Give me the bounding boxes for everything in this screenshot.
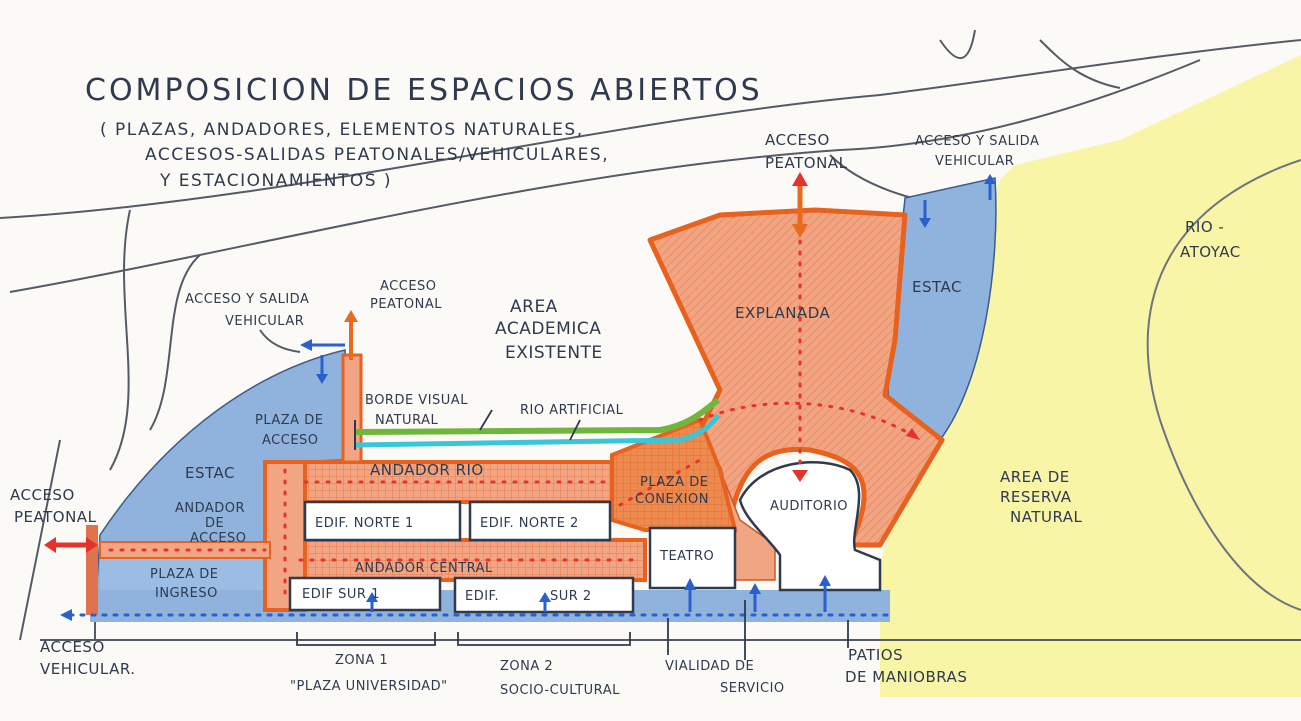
reserve-area — [880, 55, 1301, 697]
label-andador-acceso-2: DE — [205, 516, 224, 531]
label-acceso-salida-top: ACCESO Y SALIDA — [915, 134, 1039, 149]
label-edif-sur-2: EDIF. — [465, 589, 499, 604]
label-acceso-peatonal-left: ACCESO — [10, 486, 75, 504]
label-plaza-ingreso: PLAZA DE — [150, 567, 218, 582]
roads — [0, 29, 1301, 641]
label-acceso-vehicular-2: VEHICULAR. — [40, 660, 136, 678]
label-plaza-ingreso-2: INGRESO — [155, 586, 218, 601]
label-acceso-peatonal-top-2: PEATONAL — [765, 154, 848, 172]
label-rio: RIO - — [1185, 218, 1224, 236]
label-plaza-conexion: PLAZA DE — [640, 475, 708, 490]
label-area-academica-3: EXISTENTE — [505, 343, 603, 363]
subtitle-line-3: Y ESTACIONAMIENTOS ) — [159, 171, 392, 191]
zone-brackets — [296, 409, 849, 660]
label-borde-visual-2: NATURAL — [375, 413, 438, 428]
label-zona-1-2: "PLAZA UNIVERSIDAD" — [290, 679, 448, 694]
label-area-reserva-2: RESERVA — [1000, 488, 1072, 506]
label-patios-2: DE MANIOBRAS — [845, 668, 967, 686]
label-acceso-salida-top-2: VEHICULAR — [935, 154, 1014, 169]
label-area-reserva-3: NATURAL — [1010, 508, 1083, 526]
label-acceso-salida-left-2: VEHICULAR — [225, 314, 304, 329]
label-zona-2: ZONA 2 — [500, 659, 553, 674]
rio-artificial — [354, 413, 721, 448]
label-edif-norte-1: EDIF. NORTE 1 — [315, 516, 414, 531]
label-rio-artificial: RIO ARTIFICIAL — [520, 403, 624, 418]
label-area-academica-2: ACADEMICA — [495, 319, 601, 339]
edif-norte-2 — [468, 500, 612, 542]
edif-sur-1 — [288, 576, 442, 612]
pedestrian-flow-lines — [108, 228, 922, 602]
label-patios: PATIOS — [848, 646, 903, 664]
label-vialidad: VIALIDAD DE — [665, 659, 754, 674]
auditorio-building — [738, 460, 882, 592]
edif-norte-1 — [303, 500, 462, 542]
label-estac-left: ESTAC — [185, 464, 235, 482]
label-acceso-peatonal-left-2: PEATONAL — [14, 508, 97, 526]
arrows — [44, 172, 996, 621]
label-andador-central: ANDADOR CENTRAL — [355, 561, 493, 576]
label-edif-norte-2: EDIF. NORTE 2 — [480, 516, 579, 531]
label-plaza-acceso-2: ACCESO — [262, 433, 319, 448]
label-zona-2-2: SOCIO-CULTURAL — [500, 683, 620, 698]
borde-visual-natural — [354, 397, 720, 435]
label-borde-visual: BORDE VISUAL — [365, 393, 468, 408]
label-rio-2: ATOYAC — [1180, 243, 1241, 261]
label-area-reserva: AREA DE — [1000, 468, 1070, 486]
label-edif-sur-2-b: SUR 2 — [550, 589, 592, 604]
text-layer: COMPOSICION DE ESPACIOS ABIERTOS ( PLAZA… — [10, 73, 1241, 698]
label-plaza-acceso: PLAZA DE — [255, 413, 323, 428]
andador-de-acceso — [99, 541, 271, 559]
label-edif-sur-1: EDIF SUR 1 — [302, 587, 380, 602]
label-explanada: EXPLANADA — [735, 304, 831, 322]
label-acceso-peatonal-mid-2: PEATONAL — [370, 297, 442, 312]
label-estac-right: ESTAC — [912, 278, 962, 296]
label-zona-1: ZONA 1 — [335, 653, 388, 668]
subtitle-line-1: ( PLAZAS, ANDADORES, ELEMENTOS NATURALES… — [100, 120, 584, 140]
label-acceso-vehicular: ACCESO — [40, 638, 105, 656]
subtitle-line-2: ACCESOS-SALIDAS PEATONALES/VEHICULARES, — [145, 145, 609, 165]
label-teatro: TEATRO — [659, 549, 714, 564]
label-andador-rio: ANDADOR RIO — [370, 461, 484, 479]
label-vialidad-2: SERVICIO — [720, 681, 785, 696]
teatro-building — [648, 526, 737, 590]
label-andador-acceso-3: ACCESO — [190, 531, 247, 546]
label-area-academica: AREA — [510, 297, 558, 317]
label-andador-acceso: ANDADOR — [175, 501, 245, 516]
diagram-title: COMPOSICION DE ESPACIOS ABIERTOS — [85, 73, 763, 108]
label-auditorio: AUDITORIO — [770, 499, 848, 514]
label-plaza-conexion-2: CONEXION — [635, 492, 709, 507]
label-acceso-salida-left: ACCESO Y SALIDA — [185, 292, 309, 307]
label-acceso-peatonal-top: ACCESO — [765, 131, 830, 149]
label-acceso-peatonal-mid: ACCESO — [380, 279, 437, 294]
